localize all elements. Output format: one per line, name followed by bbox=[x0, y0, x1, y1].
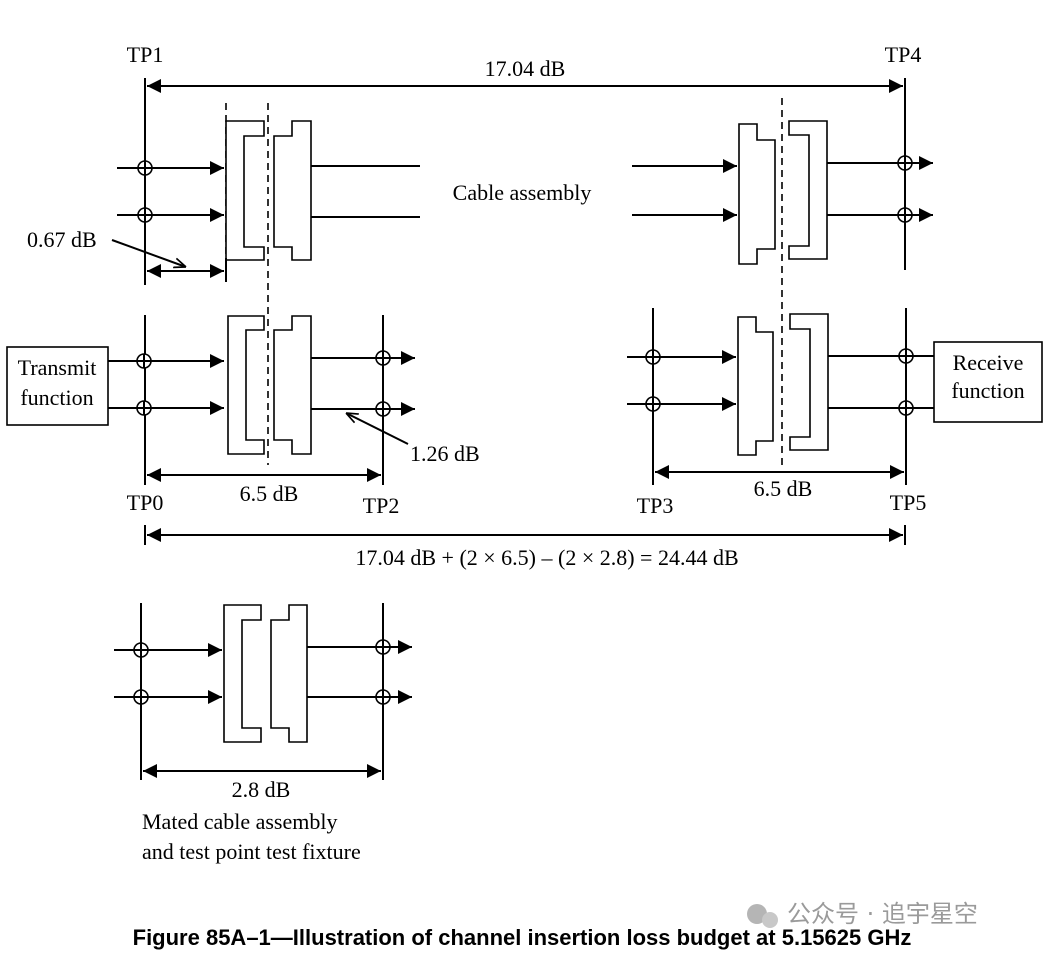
cable-assembly-label: Cable assembly bbox=[453, 180, 592, 205]
watermark-text: 公众号 · 追宇星空 bbox=[787, 900, 978, 928]
transmit-function-box bbox=[6, 346, 109, 426]
plug-connector bbox=[273, 120, 312, 261]
transmit-label-line2: function bbox=[20, 385, 93, 410]
test-fixture-section bbox=[114, 603, 412, 780]
receive-label-line2: function bbox=[951, 378, 1024, 403]
transmit-host-section bbox=[6, 315, 415, 485]
tp2-label: TP2 bbox=[363, 493, 400, 518]
receptacle-connector bbox=[223, 604, 262, 743]
fixture-loss-label: 2.8 dB bbox=[232, 777, 291, 802]
host-rx-label: 6.5 dB bbox=[754, 476, 813, 501]
receptacle-connector bbox=[225, 120, 265, 261]
plug-connector bbox=[273, 315, 312, 455]
connector-loss-leader bbox=[111, 239, 186, 267]
receptacle-connector bbox=[788, 120, 828, 260]
tp0-label: TP0 bbox=[127, 490, 164, 515]
cable-assembly-section bbox=[111, 78, 933, 465]
tp4-label: TP4 bbox=[885, 42, 922, 67]
tp5-label: TP5 bbox=[890, 490, 927, 515]
host-tx-label: 6.5 dB bbox=[240, 481, 299, 506]
plug-connector bbox=[270, 604, 308, 743]
pcb-loss-leader bbox=[346, 413, 409, 445]
receive-function-box bbox=[933, 341, 1043, 423]
receptacle-connector bbox=[789, 313, 829, 451]
plug-connector bbox=[737, 316, 774, 456]
watermark: 公众号 · 追宇星空 bbox=[747, 900, 978, 928]
receive-host-section bbox=[627, 308, 1043, 485]
figure-caption: Figure 85A–1—Illustration of channel ins… bbox=[133, 925, 912, 950]
plug-connector bbox=[738, 123, 776, 265]
tp3-label: TP3 bbox=[637, 493, 674, 518]
transmit-label-line1: Transmit bbox=[18, 355, 97, 380]
cable-total-label: 17.04 dB bbox=[485, 56, 566, 81]
end-to-end-label: 17.04 dB + (2 × 6.5) – (2 × 2.8) = 24.44… bbox=[355, 545, 738, 570]
receptacle-connector bbox=[227, 315, 265, 455]
tp1-label: TP1 bbox=[127, 42, 164, 67]
fixture-label-line2: and test point test fixture bbox=[142, 839, 361, 864]
receive-label-line1: Receive bbox=[953, 350, 1024, 375]
connector-loss-label: 0.67 dB bbox=[27, 227, 97, 252]
fixture-label-line1: Mated cable assembly bbox=[142, 809, 338, 834]
pcb-loss-label: 1.26 dB bbox=[410, 441, 480, 466]
wechat-icon bbox=[747, 904, 767, 924]
